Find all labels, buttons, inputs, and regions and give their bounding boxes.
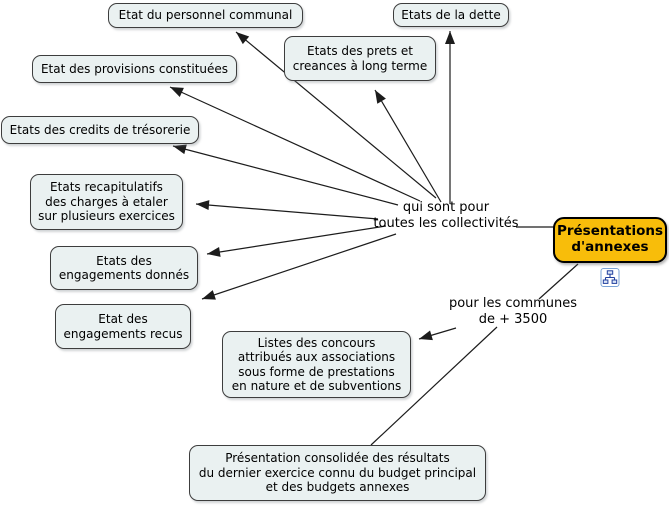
- label-pour-les-communes-3500[interactable]: pour les communes de + 3500: [448, 296, 578, 327]
- topic-engagements-recus[interactable]: Etat des engagements recus: [55, 304, 191, 349]
- topic-engagements-donnes[interactable]: Etats des engagements donnés: [50, 246, 198, 290]
- topic-etat-provisions[interactable]: Etat des provisions constituées: [32, 55, 237, 83]
- root-topic-label: Présentations d'annexes: [556, 223, 664, 255]
- arrow-to-provisions: [169, 86, 421, 202]
- arrow-to-prets: [374, 89, 442, 203]
- arrow-to-recapitulatifs: [195, 200, 379, 220]
- arrow-to-personnel: [235, 31, 437, 199]
- connector-root-communes: [538, 263, 579, 300]
- arrow-to-engagements-recus: [201, 233, 397, 300]
- topic-etats-recapitulatifs[interactable]: Etats recapitulatifs des charges à etale…: [30, 174, 183, 230]
- topic-etat-personnel-communal[interactable]: Etat du personnel communal: [108, 3, 303, 28]
- topic-etats-de-la-dette[interactable]: Etats de la dette: [393, 3, 509, 27]
- topic-etats-prets-creances[interactable]: Etats des prets et creances à long terme: [284, 36, 436, 81]
- topic-presentation-consolidee[interactable]: Présentation consolidée des résultats du…: [189, 445, 486, 501]
- root-topic-presentations-annexes[interactable]: Présentations d'annexes: [553, 217, 667, 287]
- arrow-to-engagements-donnes: [206, 225, 387, 257]
- arrow-to-credits: [172, 144, 399, 206]
- topic-listes-concours-associations[interactable]: Listes des concours attribués aux associ…: [222, 331, 411, 398]
- topic-etats-credits-tresorerie[interactable]: Etats des credits de trésorerie: [1, 116, 199, 144]
- arrow-to-concours: [418, 327, 457, 341]
- map-link-icon[interactable]: [600, 252, 620, 287]
- connector-communes-consolidee: [370, 326, 498, 446]
- label-qui-sont-pour-toutes-collectivites[interactable]: qui sont pour toutes les collectivités: [373, 200, 519, 231]
